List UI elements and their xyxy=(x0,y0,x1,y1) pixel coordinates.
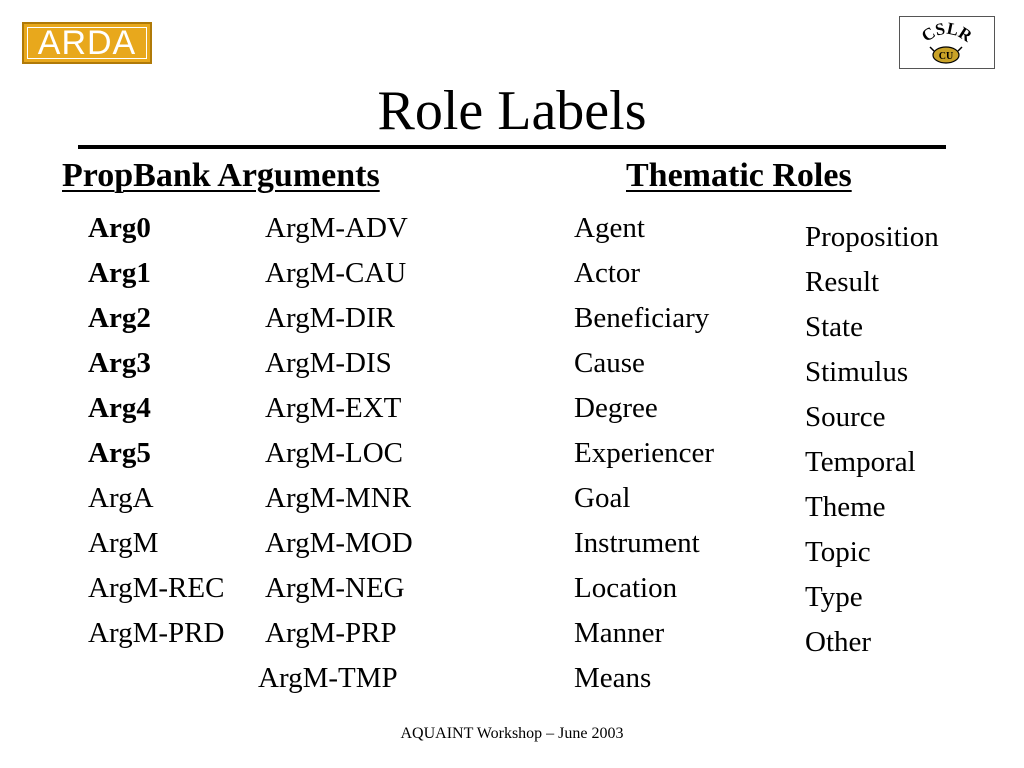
thematic-role-item: Source xyxy=(805,401,886,433)
modifier-item: ArgM-NEG xyxy=(265,572,405,604)
arda-logo: ARDA xyxy=(22,22,152,64)
thematic-role-item: Instrument xyxy=(574,527,700,559)
argument-item: ArgM xyxy=(88,527,159,559)
thematic-role-item: Degree xyxy=(574,392,658,424)
thematic-role-item: Topic xyxy=(805,536,871,568)
arda-logo-frame xyxy=(27,27,147,59)
argument-item: Arg5 xyxy=(88,437,151,469)
slide-title: Role Labels xyxy=(377,80,647,142)
propbank-heading: PropBank Arguments xyxy=(62,157,380,194)
argument-item: ArgA xyxy=(88,482,154,514)
modifier-item: ArgM-LOC xyxy=(265,437,404,469)
thematic-role-item: Type xyxy=(805,581,863,613)
thematic-role-item: Manner xyxy=(574,617,665,649)
argument-item: ArgM-PRD xyxy=(88,617,225,649)
thematic-role-item: Result xyxy=(805,266,880,298)
propbank-modifier-last: ArgM-TMP xyxy=(258,662,398,694)
argument-item: Arg2 xyxy=(88,302,151,334)
modifier-item: ArgM-EXT xyxy=(265,392,402,424)
argument-item: Arg3 xyxy=(88,347,151,379)
thematic-role-item: Stimulus xyxy=(805,356,909,388)
thematic-role-item: Means xyxy=(574,662,652,694)
buffalo-icon: CU xyxy=(929,46,963,64)
argument-item: Arg1 xyxy=(88,257,151,289)
arda-logo-text: ARDA xyxy=(37,23,137,62)
thematic-role-item: Actor xyxy=(574,257,641,289)
argument-item: ArgM-REC xyxy=(88,572,225,604)
argument-item: Arg0 xyxy=(88,212,151,244)
cslr-logo-graphic: CSLR CU xyxy=(918,19,976,64)
modifier-item: ArgM-MOD xyxy=(265,527,413,559)
thematic-role-item: Temporal xyxy=(805,446,916,478)
thematic-role-item: Beneficiary xyxy=(574,302,710,334)
modifier-item: ArgM-ADV xyxy=(265,212,408,244)
cu-mark: CU xyxy=(939,51,953,62)
title-divider xyxy=(78,145,946,149)
propbank-modifier-arguments: ArgM-ADV ArgM-CAU ArgM-DIR ArgM-DIS ArgM-EXT… xyxy=(265,211,413,661)
thematic-role-item: Location xyxy=(574,572,678,604)
modifier-item: ArgM-DIR xyxy=(265,302,395,334)
thematic-role-item: Goal xyxy=(574,482,631,514)
modifier-item: ArgM-DIS xyxy=(265,347,392,379)
cslr-logo: CSLR CU xyxy=(899,16,995,69)
thematic-role-item: Cause xyxy=(574,347,645,379)
modifier-item: ArgM-PRP xyxy=(265,617,397,649)
thematic-role-item: Theme xyxy=(805,491,886,523)
thematic-role-item: Experiencer xyxy=(574,437,715,469)
thematic-role-item: Proposition xyxy=(805,221,939,253)
thematic-role-item: State xyxy=(805,311,863,343)
thematic-role-item: Other xyxy=(805,626,872,658)
thematic-role-item: Agent xyxy=(574,212,645,244)
modifier-item: ArgM-MNR xyxy=(265,482,412,514)
modifier-item: ArgM-CAU xyxy=(265,257,407,289)
cslr-logo-text: CSLR xyxy=(918,19,976,46)
footer: AQUAINT Workshop – June 2003 xyxy=(400,725,624,742)
thematic-heading: Thematic Roles xyxy=(626,157,852,194)
argument-item: Arg4 xyxy=(88,392,151,424)
